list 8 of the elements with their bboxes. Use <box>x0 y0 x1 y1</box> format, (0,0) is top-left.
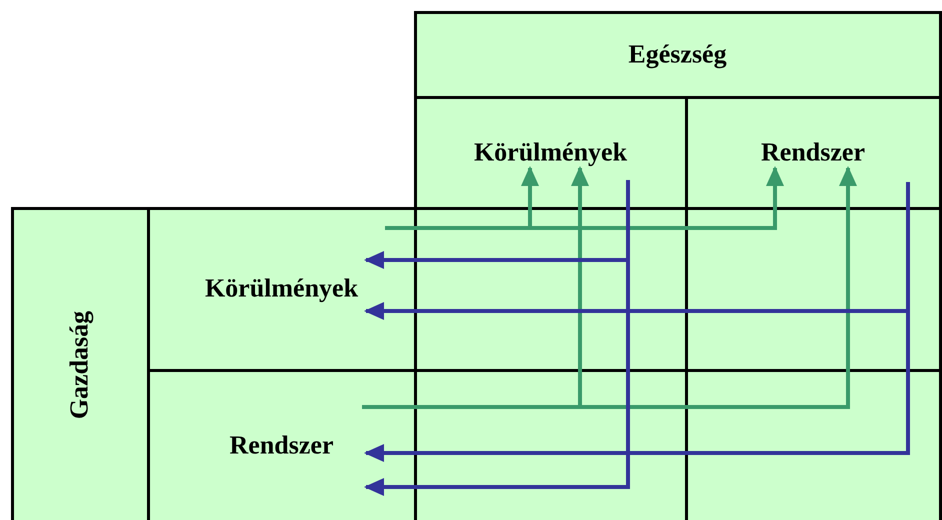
header-label: Gazdaság <box>66 310 94 420</box>
header-label: Rendszer <box>230 432 334 460</box>
header-label: Körülmények <box>204 274 358 304</box>
header-label: Rendszer <box>761 138 865 167</box>
header-cell <box>10 206 150 520</box>
header-label: Egészség <box>628 40 727 69</box>
header-label: Körülmények <box>474 138 628 167</box>
header-cell <box>414 10 942 98</box>
